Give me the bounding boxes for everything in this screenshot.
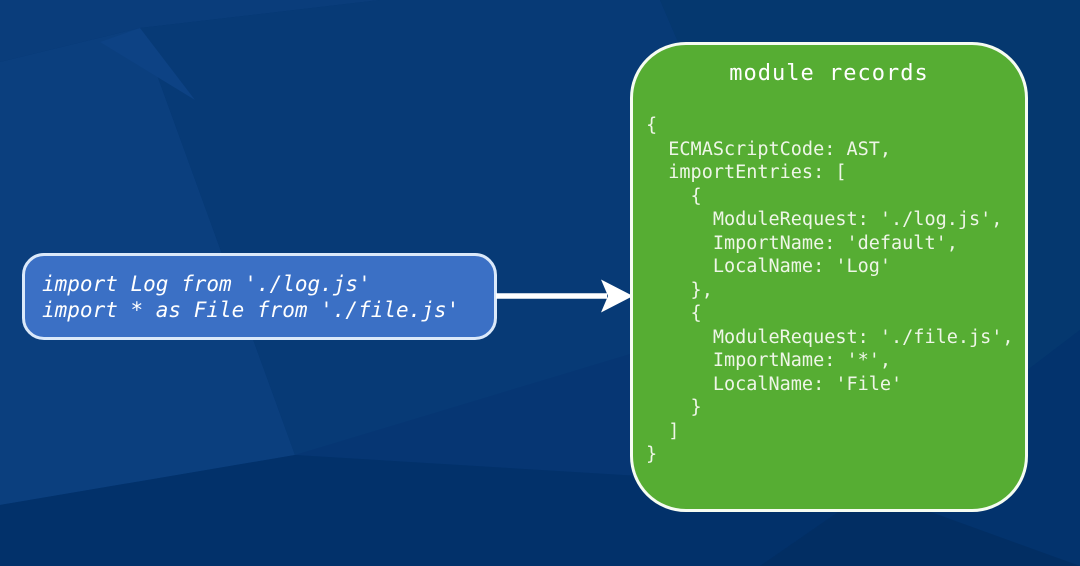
record-code-line: ImportName: '*', [646,350,892,371]
record-code-line: ModuleRequest: './file.js', [646,326,1014,348]
record-code-line: LocalName: 'File' [646,373,903,395]
module-records-title: module records [729,61,929,86]
record-code-line: { [646,303,702,324]
record-code-line: ECMAScriptCode: AST, [646,138,892,160]
record-code-line: } [646,397,702,418]
record-code-line: LocalName: 'Log' [646,256,892,277]
module-records-box: module records { ECMAScriptCode: AST, im… [630,42,1028,512]
record-code-line: { [646,115,658,136]
record-code-line: importEntries: [ [646,162,847,183]
record-code-line: } [646,444,658,465]
record-code-line: { [646,185,702,207]
import-code-line: import * as File from './file.js' [42,297,460,322]
record-code-line: }, [646,279,713,301]
record-code-line: ] [646,420,680,442]
import-code-line: import Log from './log.js' [42,271,371,296]
right-arrow-icon [496,279,633,313]
module-record-code: { ECMAScriptCode: AST, importEntries: [ … [646,114,1025,467]
import-statements-box: import Log from './log.js' import * as F… [22,253,497,340]
record-code-line: ImportName: 'default', [646,232,958,254]
record-code-line: ModuleRequest: './log.js', [646,209,1003,230]
